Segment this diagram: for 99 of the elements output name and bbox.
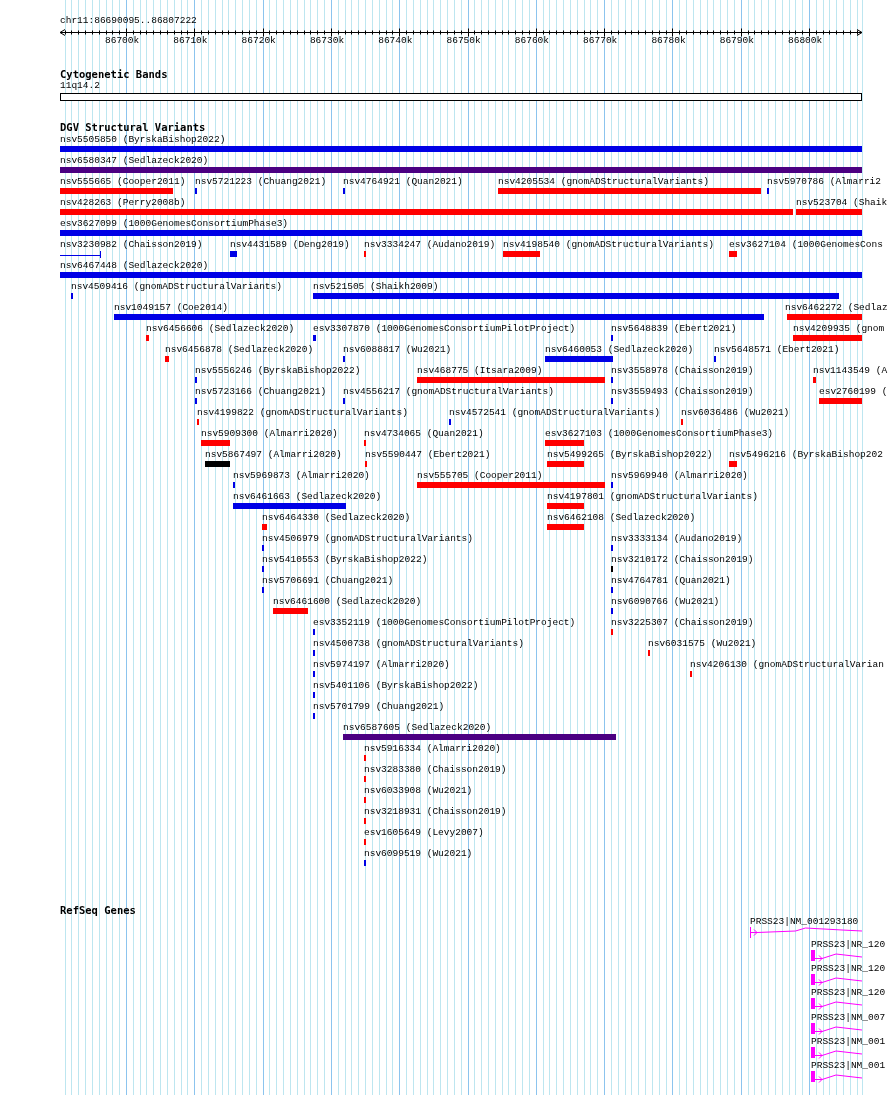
variant-label: nsv5496216 (ByrskaBishop202 — [729, 449, 883, 461]
variant-label: nsv6462272 (Sedlaz — [785, 302, 888, 314]
variant-label: nsv5590447 (Ebert2021) — [365, 449, 491, 461]
variant-label: nsv1049157 (Coe2014) — [114, 302, 229, 314]
variant-label: nsv521505 (Shaikh2009) — [313, 281, 439, 293]
variant-label: esv1605649 (Levy2007) — [364, 827, 484, 839]
variant-label: nsv6580347 (Sedlazeck2020) — [60, 155, 209, 167]
variant-label: nsv3333134 (Audano2019) — [611, 533, 743, 545]
variant-label: nsv555665 (Cooper2011) — [60, 176, 186, 188]
variant-label: nsv428263 (Perry2008b) — [60, 197, 186, 209]
variant-label: nsv3218931 (Chaisson2019) — [364, 806, 507, 818]
variant-label: nsv6036486 (Wu2021) — [681, 407, 790, 419]
variant-label: nsv5505850 (ByrskaBishop2022) — [60, 134, 226, 146]
variant-label: nsv4509416 (gnomADStructuralVariants) — [71, 281, 282, 293]
variant-label: nsv4209935 (gnom — [793, 323, 885, 335]
variant-label: nsv5867497 (Almarri2020) — [205, 449, 342, 461]
tick-label: 86760k — [514, 35, 549, 47]
variant-label: nsv468775 (Itsara2009) — [417, 365, 543, 377]
variant-label: nsv6467448 (Sedlazeck2020) — [60, 260, 209, 272]
variant-label: nsv4764921 (Quan2021) — [343, 176, 463, 188]
variant-label: nsv5410553 (ByrskaBishop2022) — [262, 554, 428, 566]
variant-label: esv3627103 (1000GenomesConsortiumPhase3) — [545, 428, 774, 440]
variant-label: nsv3210172 (Chaisson2019) — [611, 554, 754, 566]
variant-label: nsv5401106 (ByrskaBishop2022) — [313, 680, 479, 692]
variant-label: nsv4197801 (gnomADStructuralVariants) — [547, 491, 758, 503]
variant-label: esv3627099 (1000GenomesConsortiumPhase3) — [60, 218, 289, 230]
variant-label: nsv5909300 (Almarri2020) — [201, 428, 338, 440]
tick-label: 86800k — [788, 35, 823, 47]
variant-label: nsv6456606 (Sedlazeck2020) — [146, 323, 295, 335]
track-heading: Cytogenetic Bands — [60, 68, 168, 80]
variant-label: nsv4764781 (Quan2021) — [611, 575, 731, 587]
variant-label: nsv3230982 (Chaisson2019) — [60, 239, 203, 251]
variant-label: nsv4199822 (gnomADStructuralVariants) — [197, 407, 408, 419]
tick-label: 86750k — [446, 35, 481, 47]
variant-label: nsv6462108 (Sedlazeck2020) — [547, 512, 696, 524]
variant-label: nsv6587605 (Sedlazeck2020) — [343, 722, 492, 734]
variant-label: nsv4506979 (gnomADStructuralVariants) — [262, 533, 473, 545]
variant-label: nsv6464330 (Sedlazeck2020) — [262, 512, 411, 524]
variant-label: nsv4734065 (Quan2021) — [364, 428, 484, 440]
variant-label: nsv3225307 (Chaisson2019) — [611, 617, 754, 629]
gene-label: PRSS23|NM_001 — [811, 1060, 886, 1072]
tick-label: 86790k — [719, 35, 754, 47]
variant-label: esv3307870 (1000GenomesConsortiumPilotProject) — [313, 323, 576, 335]
variant-label: nsv5970786 (Almarri2 — [767, 176, 882, 188]
variant-label: nsv5969940 (Almarri2020) — [611, 470, 748, 482]
variant-label: nsv6031575 (Wu2021) — [648, 638, 757, 650]
variant-label: nsv4205534 (gnomADStructuralVariants) — [498, 176, 709, 188]
track-heading: RefSeq Genes — [60, 904, 136, 916]
tick-label: 86780k — [651, 35, 686, 47]
gene-label: PRSS23|NM_007 — [811, 1012, 886, 1024]
variant-label: nsv3283380 (Chaisson2019) — [364, 764, 507, 776]
variant-label: nsv6461600 (Sedlazeck2020) — [273, 596, 422, 608]
variant-label: nsv4556217 (gnomADStructuralVariants) — [343, 386, 554, 398]
tick-label: 86700k — [105, 35, 140, 47]
variant-label: nsv6461663 (Sedlazeck2020) — [233, 491, 382, 503]
variant-label: nsv5916334 (Almarri2020) — [364, 743, 501, 755]
variant-label: nsv5556246 (ByrskaBishop2022) — [195, 365, 361, 377]
variant-label: nsv6088817 (Wu2021) — [343, 344, 452, 356]
variant-label: nsv4431589 (Deng2019) — [230, 239, 350, 251]
track-heading: DGV Structural Variants — [60, 121, 206, 133]
variant-label: esv2760199 ( — [819, 386, 888, 398]
variant-label: esv3627104 (1000GenomesCons — [729, 239, 883, 251]
variant-label: nsv3559493 (Chaisson2019) — [611, 386, 754, 398]
variant-label: nsv1143549 (A — [813, 365, 888, 377]
variant-label: nsv6033908 (Wu2021) — [364, 785, 473, 797]
gene-label: PRSS23|NR_120 — [811, 963, 886, 975]
variant-label: nsv4198540 (gnomADStructuralVariants) — [503, 239, 714, 251]
tick-label: 86740k — [378, 35, 413, 47]
tick-label: 86720k — [241, 35, 276, 47]
variant-label: nsv3558978 (Chaisson2019) — [611, 365, 754, 377]
tick-label: 86730k — [309, 35, 345, 47]
variant-label: nsv4500738 (gnomADStructuralVariants) — [313, 638, 524, 650]
variant-label: nsv6460053 (Sedlazeck2020) — [545, 344, 694, 356]
variant-label: nsv5648839 (Ebert2021) — [611, 323, 737, 335]
variant-label: nsv4572541 (gnomADStructuralVariants) — [449, 407, 660, 419]
variant-label: nsv555705 (Cooper2011) — [417, 470, 543, 482]
gene-label: PRSS23|NM_001 — [811, 1036, 886, 1048]
variant-label: nsv6456878 (Sedlazeck2020) — [165, 344, 314, 356]
variant-label: nsv5499265 (ByrskaBishop2022) — [547, 449, 713, 461]
variant-label: nsv6090766 (Wu2021) — [611, 596, 720, 608]
variant-label: nsv523704 (Shaik — [796, 197, 888, 209]
variant-label: nsv5969873 (Almarri2020) — [233, 470, 370, 482]
variant-label: nsv3334247 (Audano2019) — [364, 239, 496, 251]
variant-label: nsv5974197 (Almarri2020) — [313, 659, 450, 671]
gene-label: PRSS23|NR_120 — [811, 939, 886, 951]
band-label: 11q14.2 — [60, 80, 100, 92]
gene-label: PRSS23|NR_120 — [811, 987, 886, 999]
variant-label: nsv6099519 (Wu2021) — [364, 848, 473, 860]
variant-label: nsv5721223 (Chuang2021) — [195, 176, 327, 188]
variant-label: esv3352119 (1000GenomesConsortiumPilotProject) — [313, 617, 576, 629]
variant-label: nsv5648571 (Ebert2021) — [714, 344, 840, 356]
variant-label: nsv5723166 (Chuang2021) — [195, 386, 327, 398]
coordinate-range: chr11:86690095..86807222 — [60, 15, 197, 27]
gene-label: PRSS23|NM_001293180 — [750, 916, 859, 928]
variant-label: nsv4206130 (gnomADStructuralVarian — [690, 659, 884, 671]
tick-label: 86710k — [173, 35, 208, 47]
variant-label: nsv5706691 (Chuang2021) — [262, 575, 394, 587]
variant-label: nsv5701799 (Chuang2021) — [313, 701, 445, 713]
tick-label: 86770k — [583, 35, 618, 47]
